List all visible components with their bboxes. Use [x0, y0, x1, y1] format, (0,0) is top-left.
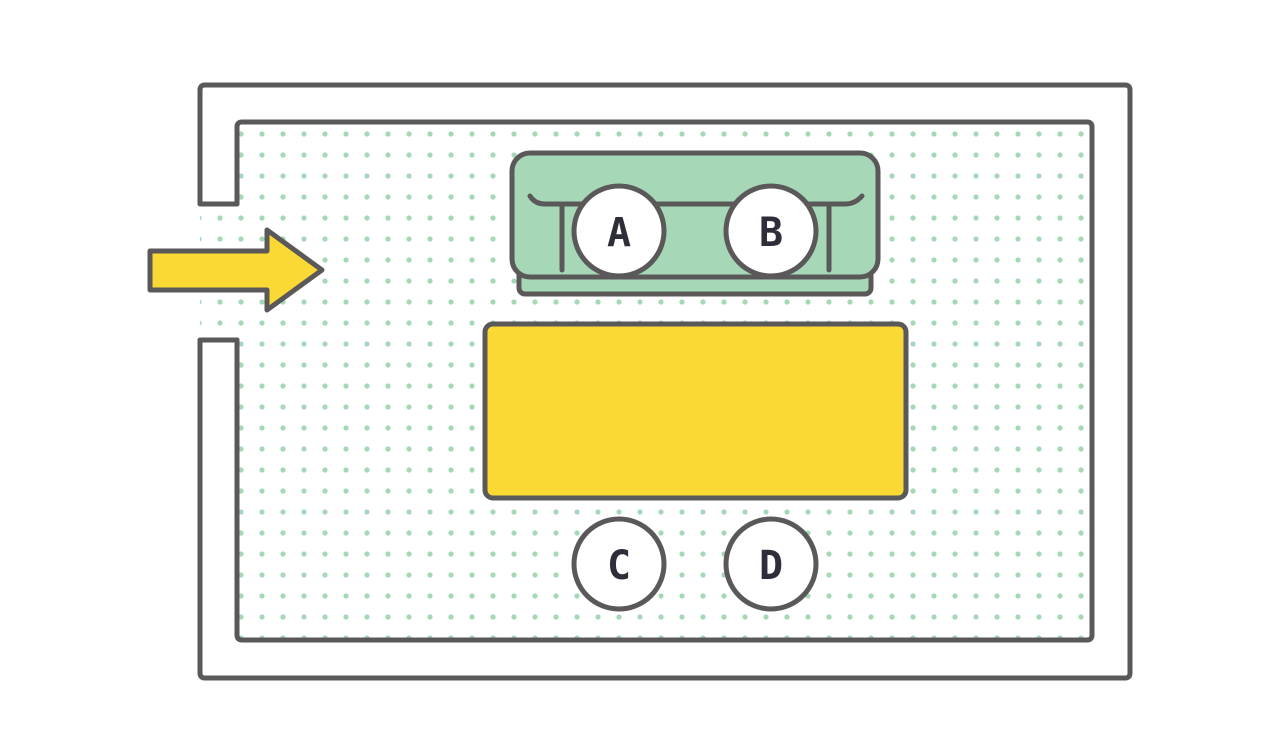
inner-wall: [234, 119, 1095, 643]
arrow-right-icon: [147, 227, 325, 313]
seat-a: A: [571, 183, 667, 279]
seat-c: C: [571, 516, 667, 612]
sofa-icon: [509, 150, 881, 297]
seat-c-label: C: [607, 543, 631, 589]
seat-b: B: [723, 183, 819, 279]
outer-wall: [197, 82, 1133, 681]
seat-d-label: D: [759, 543, 783, 589]
seat-a-label: A: [607, 210, 631, 256]
seat-b-label: B: [759, 210, 783, 256]
table: [482, 321, 909, 501]
seat-d: D: [723, 516, 819, 612]
